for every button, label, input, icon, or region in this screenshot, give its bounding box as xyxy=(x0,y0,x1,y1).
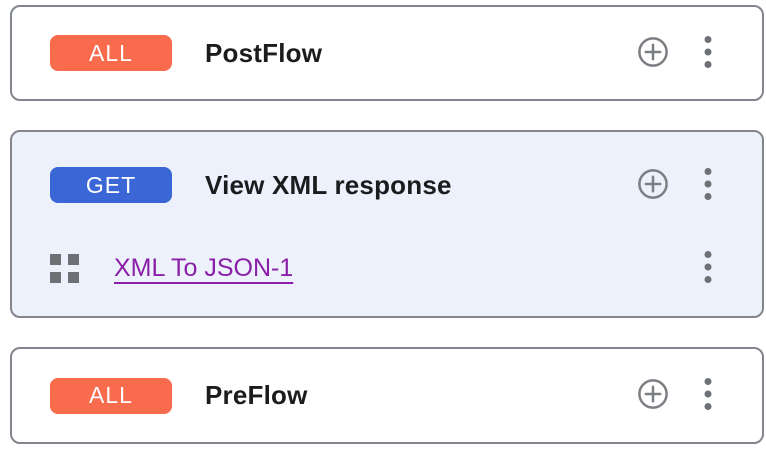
add-step-button[interactable] xyxy=(637,36,669,71)
flow-title: View XML response xyxy=(205,169,452,200)
add-step-button[interactable] xyxy=(637,378,669,413)
add-step-button[interactable] xyxy=(637,168,669,203)
more-options-button[interactable] xyxy=(703,250,713,287)
flow-header-row: ALL PostFlow xyxy=(12,7,762,99)
method-badge: ALL xyxy=(50,377,172,414)
flow-title: PostFlow xyxy=(205,37,323,68)
policy-step-row: XML To JSON-1 xyxy=(12,238,762,298)
flow-card-preflow[interactable]: ALL PreFlow xyxy=(10,347,764,444)
flow-title: PreFlow xyxy=(205,380,308,410)
more-vert-icon xyxy=(703,167,713,204)
flow-header-row: GET View XML response xyxy=(12,132,762,238)
method-badge: GET xyxy=(50,167,172,203)
more-options-button[interactable] xyxy=(703,35,713,72)
flow-header-row: ALL PreFlow xyxy=(12,349,762,442)
flow-card-view-xml-response[interactable]: GET View XML response xyxy=(10,130,764,318)
add-circle-icon xyxy=(637,168,669,203)
more-vert-icon xyxy=(703,250,713,287)
flow-card-postflow[interactable]: ALL PostFlow xyxy=(10,5,764,101)
policy-grid-icon xyxy=(50,253,79,283)
more-options-button[interactable] xyxy=(703,377,713,414)
more-vert-icon xyxy=(703,35,713,72)
add-circle-icon xyxy=(637,36,669,71)
more-vert-icon xyxy=(703,377,713,414)
add-circle-icon xyxy=(637,378,669,413)
more-options-button[interactable] xyxy=(703,167,713,204)
policy-step-link[interactable]: XML To JSON-1 xyxy=(114,253,294,282)
method-badge: ALL xyxy=(50,35,172,71)
